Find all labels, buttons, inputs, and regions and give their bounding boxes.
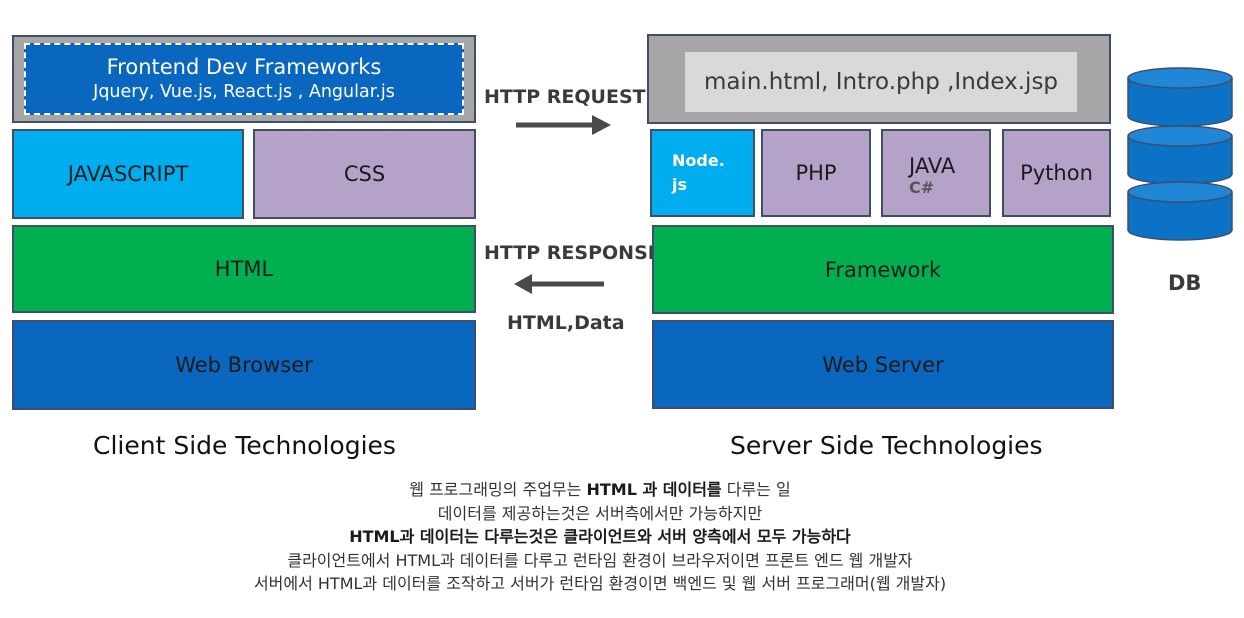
nodejs-label: Node. js bbox=[672, 151, 725, 194]
frameworks-title: Frontend Dev Frameworks bbox=[106, 55, 382, 79]
framework-label: Framework bbox=[824, 257, 942, 282]
note-line-3: HTML과 데이터는 다루는것은 클라이언트와 서버 양측에서 모두 가능하다 bbox=[0, 525, 1200, 549]
framework-box: Framework bbox=[652, 225, 1114, 314]
web-server-box: Web Server bbox=[652, 320, 1114, 409]
note-line-1-c: 다루는 일 bbox=[721, 480, 791, 499]
client-frameworks-container: Frontend Dev Frameworks Jquery, Vue.js, … bbox=[12, 35, 476, 123]
php-box: PHP bbox=[761, 129, 871, 217]
frameworks-list: Jquery, Vue.js, React.js , Angular.js bbox=[93, 82, 395, 102]
client-caption: Client Side Technologies bbox=[93, 431, 396, 460]
javascript-box: JAVASCRIPT bbox=[12, 129, 244, 219]
html-box: HTML bbox=[12, 225, 476, 313]
db-cylinder-top bbox=[1127, 67, 1233, 127]
request-arrow-icon bbox=[516, 115, 611, 135]
note-line-3-bold: HTML과 데이터는 다루는것은 클라이언트와 서버 양측에서 모두 가능하다 bbox=[349, 527, 851, 546]
python-box: Python bbox=[1002, 129, 1111, 217]
css-box: CSS bbox=[253, 129, 476, 219]
note-line-4: 클라이언트에서 HTML과 데이터를 다루고 런타임 환경이 브라우저이면 프론… bbox=[287, 550, 913, 570]
server-files-container: main.html, Intro.php ,Index.jsp bbox=[647, 34, 1111, 124]
notes-block: 웹 프로그래밍의 주업무는 HTML 과 데이터를 다루는 일 데이터를 제공하… bbox=[0, 478, 1200, 596]
note-line-2: 데이터를 제공하는것은 서버측에서만 가능하지만 bbox=[437, 503, 763, 523]
java-box: JAVA C# bbox=[881, 129, 991, 217]
db-cylinder-bottom bbox=[1127, 181, 1233, 241]
note-line-5: 서버에서 HTML과 데이터를 조작하고 서버가 런타임 환경이면 백엔드 및 … bbox=[253, 574, 947, 593]
web-browser-label: Web Browser bbox=[175, 353, 313, 377]
http-response-label: HTTP RESPONSE bbox=[484, 242, 661, 264]
javascript-label: JAVASCRIPT bbox=[67, 162, 189, 186]
html-label: HTML bbox=[214, 257, 274, 281]
server-caption: Server Side Technologies bbox=[730, 431, 1043, 460]
java-label: JAVA bbox=[909, 154, 956, 178]
http-request-label: HTTP REQUEST bbox=[484, 86, 646, 108]
css-label: CSS bbox=[343, 162, 386, 186]
csharp-label: C# bbox=[909, 178, 935, 197]
database-icon bbox=[1127, 67, 1233, 241]
db-label: DB bbox=[1168, 271, 1202, 295]
response-arrow-icon bbox=[514, 274, 604, 294]
python-label: Python bbox=[1020, 161, 1093, 185]
note-line-1: 웹 프로그래밍의 주업무는 HTML 과 데이터를 다루는 일 bbox=[0, 478, 1200, 502]
frameworks-box: Frontend Dev Frameworks Jquery, Vue.js, … bbox=[24, 43, 464, 115]
server-files-box: main.html, Intro.php ,Index.jsp bbox=[685, 52, 1077, 112]
php-label: PHP bbox=[795, 161, 837, 185]
web-browser-box: Web Browser bbox=[12, 320, 476, 410]
payload-label: HTML,Data bbox=[507, 312, 625, 334]
note-line-1-a: 웹 프로그래밍의 주업무는 bbox=[409, 480, 587, 499]
note-line-1-b: HTML 과 데이터를 bbox=[586, 480, 722, 499]
web-server-label: Web Server bbox=[822, 352, 944, 377]
nodejs-box: Node. js bbox=[650, 129, 755, 217]
server-files-label: main.html, Intro.php ,Index.jsp bbox=[703, 69, 1059, 95]
db-cylinder-middle bbox=[1127, 125, 1233, 185]
